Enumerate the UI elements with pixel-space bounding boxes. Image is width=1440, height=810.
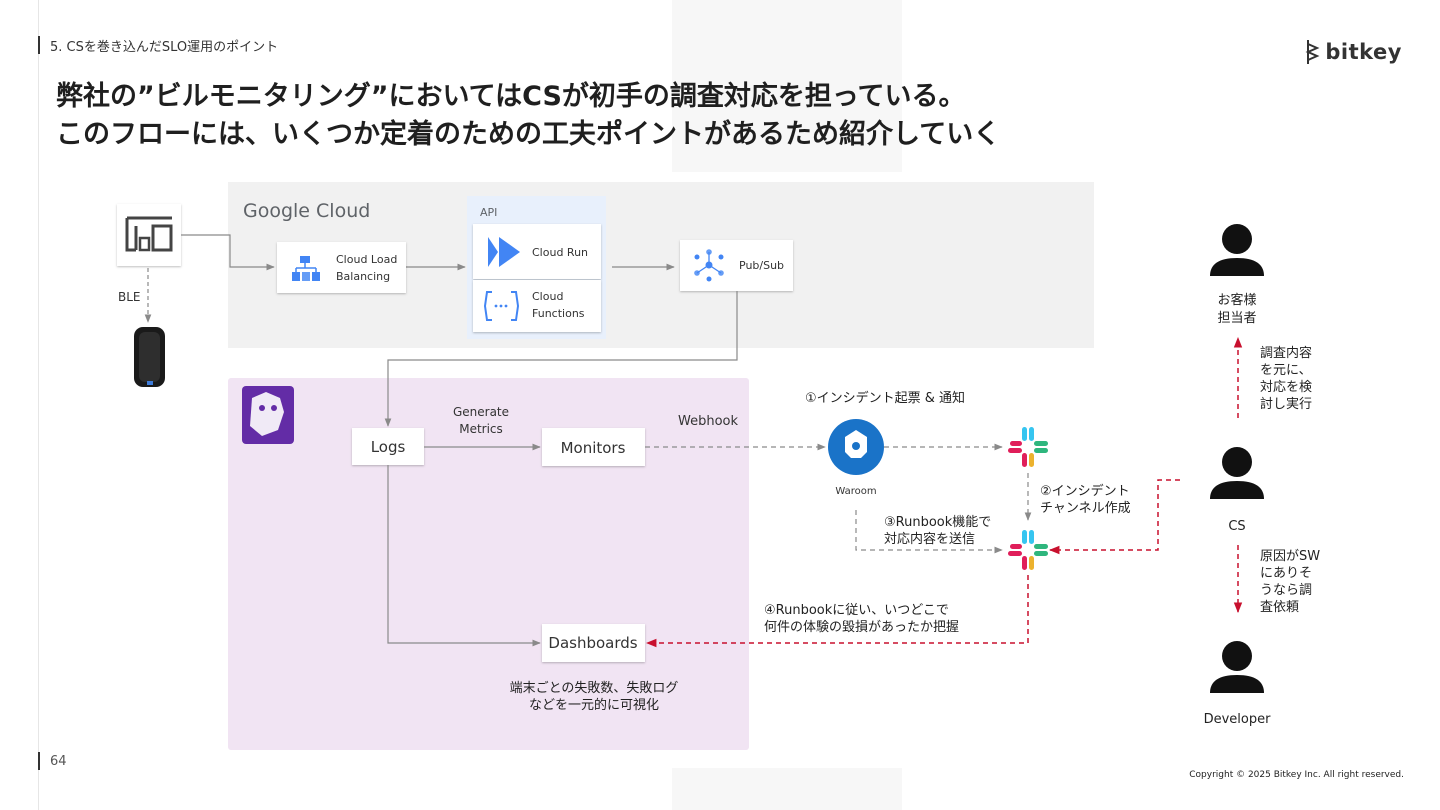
ble-label: BLE [118,290,141,304]
up-note-4: 討し実行 [1260,396,1312,412]
page-number: 64 [38,752,67,770]
left-margin-rule [38,0,39,810]
customer-contact-label-2: 担当者 [1217,311,1256,326]
pubsub-label: Pub/Sub [739,259,784,272]
device-to-lb-arrow [181,234,275,271]
pubsub-to-logs-arrow [384,291,738,427]
cloud-functions-node [473,280,601,332]
slack-icon [1008,427,1048,467]
cloud-functions-label-1: Cloud [532,290,563,303]
smart-lock-icon [134,327,165,387]
dashboards-note-1: 端末ごとの失敗数、失敗ログ [510,680,679,696]
logs-node [352,428,424,465]
page-number-text: 64 [50,753,67,769]
logs-label: Logs [371,438,406,456]
title-line-2: このフローには、いくつか定着のための工夫ポイントがあるため紹介していく [56,119,1001,150]
background-decoration [672,768,902,810]
api-group-label: API [480,206,497,219]
cloud-run-label: Cloud Run [532,246,588,259]
down-note-3: うなら調 [1260,583,1312,598]
up-note-2: を元に、 [1260,363,1312,378]
cloud-lb-label-1: Cloud Load [336,253,397,266]
copyright-notice: Copyright © 2025 Bitkey Inc. All right r… [1189,770,1404,780]
waroom-label: Waroom [835,486,876,497]
bitkey-logo: bitkey [1305,38,1402,66]
step4-label-2: 何件の体験の毀損があったか把握 [764,619,959,635]
pubsub-node [680,240,793,291]
cloud-functions-icon [483,291,520,321]
slack-channel-icon [1008,530,1048,570]
page-number-marker [38,752,40,770]
down-note-2: にありそ [1260,566,1312,581]
load-balancing-icon [292,256,320,281]
step1-label: ①インシデント起票 & 通知 [805,390,965,406]
cs-to-slack-arrow [1048,479,1180,555]
dashboards-note-2: などを一元的に可視化 [529,697,659,713]
logs-to-dashboards-arrow [387,465,541,647]
slack-to-dashboards-arrow [645,575,1029,648]
step3-label-1: ③Runbook機能で [884,515,991,530]
title-line-1: 弊社の”ビルモニタリング”においてはCSが初手の調査対応を担っている。 [56,81,966,112]
bitkey-logo-icon [1305,40,1320,64]
cs-person-icon [1210,447,1264,499]
cloud-functions-label-2: Functions [532,307,585,320]
step3-label-2: 対応内容を送信 [884,531,975,547]
datadog-icon [242,386,294,444]
generate-metrics-label-2: Metrics [459,422,503,436]
waroom-runbook-arrow [855,510,1003,554]
step2-label-2: チャンネル作成 [1040,501,1131,516]
monitors-label: Monitors [561,439,626,457]
up-note-1: 調査内容 [1260,345,1312,361]
up-note-3: 対応を検 [1260,380,1312,395]
generate-metrics-label-1: Generate [453,405,509,419]
cloud-run-icon [488,237,520,267]
step4-label-1: ④Runbookに従い、いつどこで [764,603,949,618]
customer-contact-label-1: お客様 [1217,292,1256,308]
brand-name: bitkey [1325,40,1402,64]
customer-contact-person-icon [1210,224,1264,276]
developer-person-icon [1210,641,1264,693]
down-note-1: 原因がSW [1260,549,1320,564]
background-decoration [672,0,902,172]
developer-label: Developer [1204,712,1272,727]
monitors-node [542,428,645,466]
waroom-icon [828,419,884,475]
cloud-lb-label-2: Balancing [336,270,390,283]
page-title: 弊社の”ビルモニタリング”においてはCSが初手の調査対応を担っている。 このフロ… [56,78,1000,154]
cs-label: CS [1228,519,1245,534]
dashboards-node [542,624,645,662]
section-marker [38,36,40,54]
section-label: 5. CSを巻き込んだSLO運用のポイント [38,36,279,55]
device-icon [117,204,181,266]
webhook-label: Webhook [678,414,738,429]
pubsub-icon [694,249,724,282]
down-note-4: 査依頼 [1260,600,1299,615]
google-cloud-label: Google Cloud [243,200,370,222]
dashboards-label: Dashboards [548,634,637,652]
section-title: 5. CSを巻き込んだSLO運用のポイント [50,39,279,55]
step2-label-1: ②インシデント [1040,483,1130,499]
